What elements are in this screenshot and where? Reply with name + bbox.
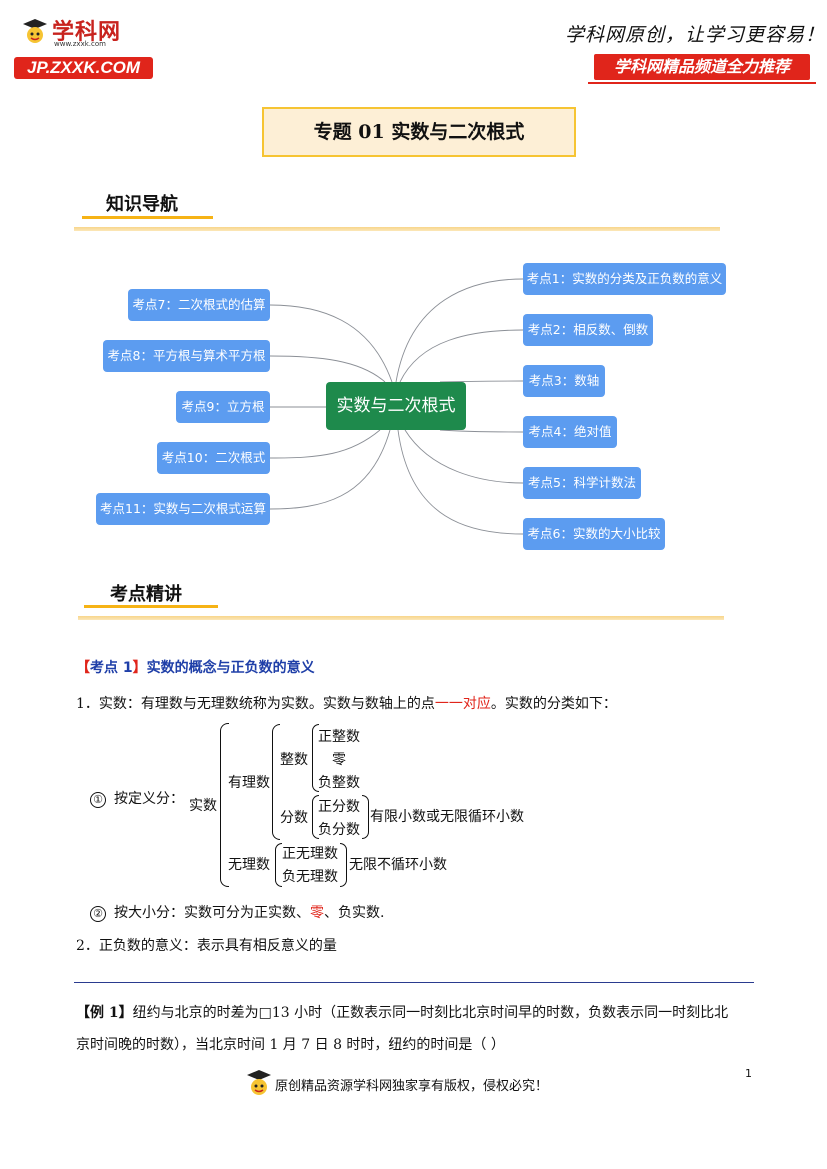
tree-pos-frac: 正分数 <box>318 799 360 815</box>
page-number: 1 <box>745 1067 752 1080</box>
keypoint-title: 实数的概念与正负数的意义 <box>146 660 315 676</box>
tree-fraction: 分数 <box>280 810 308 826</box>
example-text: 纽约与北京的时差为□13 小时（正数表示同一时刻比北京时间早的时数，负数表示同一… <box>132 1005 729 1021</box>
mindmap-node-kp5[interactable]: 考点5：科学计数法 <box>523 467 641 499</box>
keypoint-bracket-open: 【 <box>76 660 90 676</box>
section-underline <box>84 605 218 608</box>
mindmap-node-kp11[interactable]: 考点11：实数与二次根式运算 <box>96 493 270 525</box>
para-text: 按大小分：实数可分为正实数、 <box>114 905 310 921</box>
tree-real: 实数 <box>189 798 217 814</box>
paragraph-real-definition: 1．实数：有理数与无理数统称为实数。实数与数轴上的点一一对应。实数的分类如下： <box>76 693 617 713</box>
brace-real <box>220 723 229 887</box>
slogan: 学科网原创，让学习更容易！ <box>565 24 826 46</box>
circled-number: ② <box>90 906 106 922</box>
tree-label: 按定义分： <box>114 791 184 807</box>
tree-pos-int: 正整数 <box>318 729 360 745</box>
logo-mascot-icon <box>23 19 47 43</box>
section-divider <box>74 227 720 231</box>
para-text: 1．实数：有理数与无理数统称为实数。实数与数轴上的点 <box>76 696 435 712</box>
classification-by-definition: ① 按定义分： <box>90 788 184 808</box>
example-line-2: 京时间晚的时数），当北京时间 1 月 7 日 8 时时，纽约的时间是（ ） <box>76 1037 505 1053</box>
tree-neg-irr: 负无理数 <box>282 869 338 885</box>
tree-neg-frac: 负分数 <box>318 822 360 838</box>
tree-irr-note: 无限不循环小数 <box>349 857 447 873</box>
para-text: 。实数的分类如下： <box>490 696 617 712</box>
divider-line <box>74 982 754 983</box>
mindmap-node-kp4[interactable]: 考点4：绝对值 <box>523 416 617 448</box>
tree-irrational: 无理数 <box>228 857 270 873</box>
keypoint-heading: 【考点 1】实数的概念与正负数的意义 <box>76 657 315 677</box>
section-title-nav: 知识导航 <box>106 194 178 215</box>
mindmap-node-kp2[interactable]: 考点2：相反数、倒数 <box>523 314 653 346</box>
tree-pos-irr: 正无理数 <box>282 846 338 862</box>
para-highlight: 零 <box>310 905 324 921</box>
brace-integer <box>312 724 319 792</box>
paragraph-sign-meaning: 2．正负数的意义：表示具有相反意义的量 <box>76 938 337 954</box>
footer-copyright: 原创精品资源学科网独家享有版权，侵权必究！ <box>275 1079 549 1094</box>
tree-frac-note: 有限小数或无限循环小数 <box>370 809 524 825</box>
keypoint-label: 考点 1 <box>90 660 133 676</box>
brace-irrational <box>275 843 282 887</box>
page-title: 专题 01 实数与二次根式 <box>262 107 576 157</box>
mindmap-node-kp9[interactable]: 考点9：立方根 <box>176 391 270 423</box>
circled-number: ① <box>90 792 106 808</box>
section-title-detail: 考点精讲 <box>110 584 182 605</box>
mindmap-center[interactable]: 实数与二次根式 <box>326 382 466 430</box>
tree-zero: 零 <box>332 752 346 768</box>
mindmap-node-kp1[interactable]: 考点1：实数的分类及正负数的意义 <box>523 263 726 295</box>
section-underline <box>82 216 213 219</box>
example-label: 【例 1】 <box>76 1005 133 1021</box>
brace-fraction-right <box>362 795 369 839</box>
para-highlight: 一一对应 <box>434 696 491 712</box>
tree-rational: 有理数 <box>228 775 270 791</box>
section-divider <box>78 616 724 620</box>
logo-band[interactable]: JP.ZXXK.COM <box>14 57 153 79</box>
recommend-banner: 学科网精品频道全力推荐 <box>588 54 816 84</box>
mindmap-node-kp10[interactable]: 考点10：二次根式 <box>157 442 270 474</box>
logo-name: 学科网 <box>52 20 122 45</box>
example-line-1: 【例 1】纽约与北京的时差为□13 小时（正数表示同一时刻比北京时间早的时数，负… <box>76 1002 728 1022</box>
keypoint-bracket-close: 】 <box>132 660 147 676</box>
tree-integer: 整数 <box>280 752 308 768</box>
brace-fraction <box>312 795 319 839</box>
brace-irrational-right <box>340 843 347 887</box>
mindmap-node-kp3[interactable]: 考点3：数轴 <box>523 365 605 397</box>
mindmap-node-kp6[interactable]: 考点6：实数的大小比较 <box>523 518 665 550</box>
footer-mascot-icon <box>247 1070 271 1095</box>
para-text: 、负实数. <box>324 905 385 921</box>
tree-neg-int: 负整数 <box>318 775 360 791</box>
mindmap-node-kp7[interactable]: 考点7：二次根式的估算 <box>128 289 270 321</box>
mindmap-node-kp8[interactable]: 考点8：平方根与算术平方根 <box>103 340 270 372</box>
logo-site: www.zxxk.com <box>54 40 106 48</box>
paragraph-by-size: ② 按大小分：实数可分为正实数、零、负实数. <box>90 902 384 922</box>
brace-rational <box>272 724 280 840</box>
